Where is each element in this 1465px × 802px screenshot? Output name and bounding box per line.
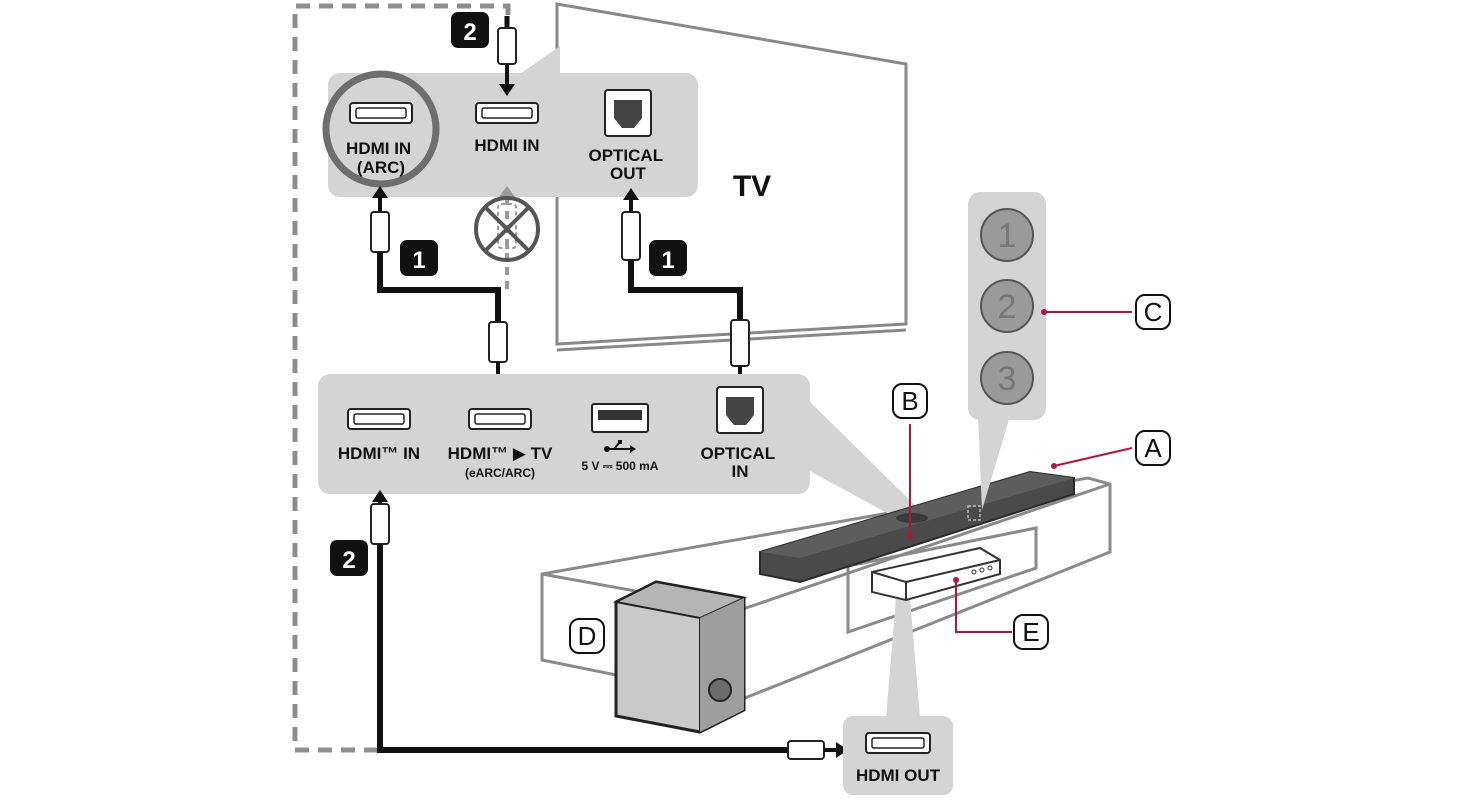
callout-e: E [1013, 614, 1049, 650]
step-2-badge-bottom: 2 [330, 540, 368, 576]
tv-hdmi-in-port: HDMI IN [474, 102, 540, 155]
svg-text:B: B [901, 386, 918, 416]
callout-d: D [569, 618, 605, 654]
hdmi-arc-cable [370, 186, 508, 390]
tv-hdmi-arc-label: HDMI IN (ARC) [346, 139, 416, 177]
callout-c: C [1135, 294, 1171, 330]
tv-optical-out-port: OPTICAL OUT [588, 89, 667, 183]
external-hdmi-out-label: HDMI OUT [856, 766, 941, 785]
callout-b: B [892, 383, 928, 419]
soundbar-button-area [967, 505, 981, 521]
external-hdmi-out-panel: HDMI OUT [843, 598, 953, 795]
svg-text:E: E [1022, 617, 1039, 647]
arc-highlight-ring [322, 70, 440, 188]
subwoofer-port [708, 678, 732, 702]
soundbar-optical-in-label: OPTICAL IN [700, 444, 779, 481]
soundbar-hdmi-tv-port: HDMI™ ▶ TV (eARC/ARC) [448, 408, 553, 480]
svg-text:C: C [1144, 297, 1163, 327]
step-1-badge-optical: 1 [649, 240, 687, 276]
not-allowed-icon [474, 186, 540, 290]
svg-text:D: D [578, 621, 597, 651]
tv-hdmi-in-cable [497, 16, 517, 96]
button-3: 3 [980, 351, 1034, 405]
subwoofer [612, 580, 748, 734]
svg-text:1: 1 [661, 247, 674, 274]
soundbar-hdmi-tv-sublabel: (eARC/ARC) [465, 466, 535, 480]
external-device [871, 546, 1001, 602]
svg-text:3: 3 [998, 360, 1017, 398]
tv-optical-out-label: OPTICAL OUT [588, 146, 667, 183]
tv-label: TV [733, 170, 771, 203]
svg-text:A: A [1144, 433, 1162, 463]
step-2-badge-top: 2 [451, 12, 489, 48]
usb-rating-label: 5 V ⎓ 500 mA [582, 459, 659, 473]
dashed-boundary [292, 3, 511, 753]
soundbar-optical-in-port: OPTICAL IN [700, 386, 779, 481]
soundbar [759, 470, 1075, 584]
step-1-badge-hdmi: 1 [400, 240, 438, 276]
soundbar-port-panel [318, 374, 925, 520]
soundbar-hdmi-in-port: HDMI™ IN [338, 408, 420, 463]
callout-a: A [1135, 430, 1171, 466]
svg-text:2: 2 [463, 19, 476, 46]
svg-text:2: 2 [998, 288, 1017, 326]
svg-text:2: 2 [342, 547, 355, 574]
tv-hdmi-in-label: HDMI IN [474, 136, 539, 155]
button-callout-panel: 1 2 3 [968, 192, 1046, 510]
soundbar-display [896, 513, 928, 523]
usb-icon [604, 440, 636, 453]
callout-leaders [907, 309, 1133, 633]
soundbar-hdmi-in-label: HDMI™ IN [338, 444, 420, 463]
hdmi-input-cable [370, 490, 848, 760]
svg-text:1: 1 [998, 217, 1017, 255]
button-2: 2 [980, 279, 1034, 333]
svg-text:1: 1 [412, 247, 425, 274]
button-1: 1 [980, 208, 1034, 262]
soundbar-hdmi-tv-label: HDMI™ ▶ TV [448, 444, 553, 463]
soundbar-usb-port: 5 V ⎓ 500 mA [582, 403, 659, 473]
tv-hdmi-arc-port: HDMI IN (ARC) [322, 70, 440, 188]
